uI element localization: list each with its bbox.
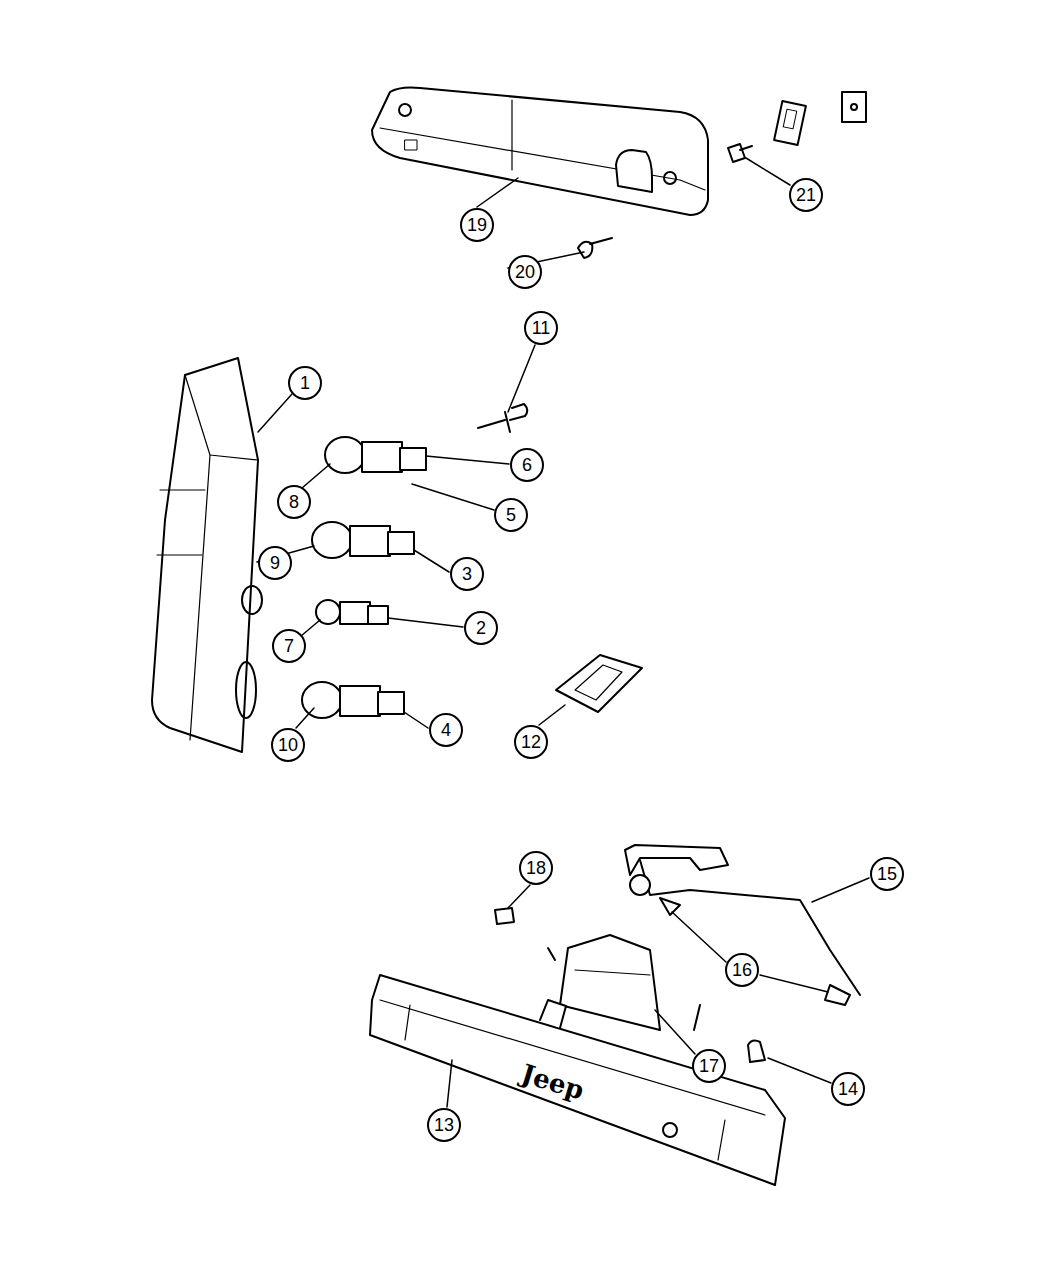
callout-number: 8 <box>277 485 311 519</box>
callout-number: 6 <box>510 448 544 482</box>
callout-number: 3 <box>450 557 484 591</box>
callout-number: 2 <box>464 611 498 645</box>
callout-number: 9 <box>258 546 292 580</box>
callout-number: 19 <box>460 208 494 242</box>
callout-number: 15 <box>870 857 904 891</box>
callout-number: 16 <box>725 953 759 987</box>
callout-number: 17 <box>692 1049 726 1083</box>
callout-number: 5 <box>494 498 528 532</box>
callout-number: 11 <box>524 311 558 345</box>
callout-number: 1 <box>288 366 322 400</box>
callout-number: 18 <box>519 851 553 885</box>
callout-number: 7 <box>272 629 306 663</box>
callout-number: 20 <box>508 255 542 289</box>
callout-number: 12 <box>514 725 548 759</box>
callout-number: 10 <box>271 728 305 762</box>
callout-number: 13 <box>427 1108 461 1142</box>
callout-number: 4 <box>429 713 463 747</box>
callout-number: 21 <box>789 178 823 212</box>
callout-number: 14 <box>831 1072 865 1106</box>
